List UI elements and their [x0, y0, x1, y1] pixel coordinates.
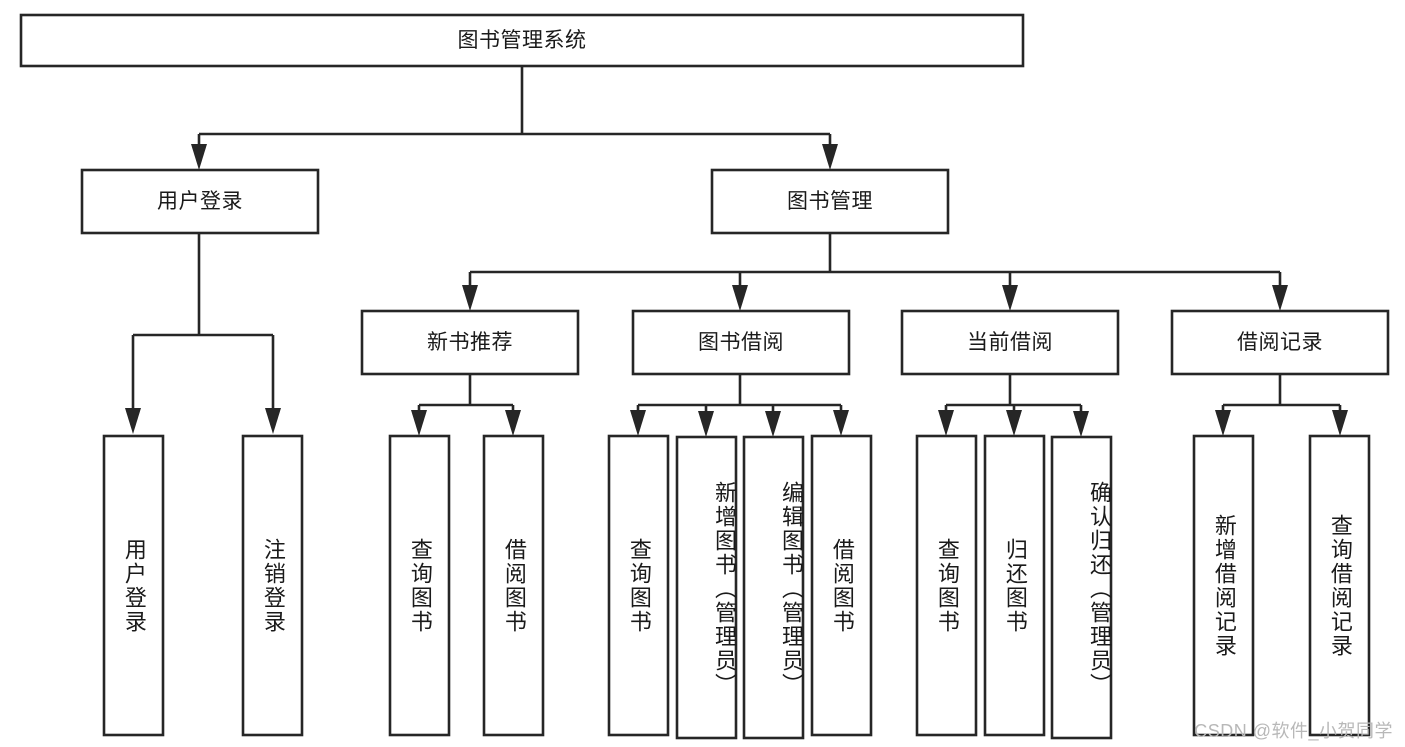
arrow-head-recommend-1	[411, 410, 427, 436]
arrow-head-borrow-1	[630, 410, 646, 436]
node-leaf-box[interactable]	[388, 434, 451, 737]
arrow-head-recommend-2	[505, 410, 521, 436]
arrow-head-level2-1	[191, 144, 207, 170]
arrow-head-current-2	[1006, 410, 1022, 436]
node-current-borrow-box[interactable]	[900, 309, 1120, 376]
arrow-head-record-1	[1215, 410, 1231, 436]
node-new-book-recommend-box[interactable]	[360, 309, 580, 376]
node-leaf-box[interactable]	[742, 435, 805, 740]
node-user-login-box[interactable]	[80, 168, 320, 235]
node-leaf-box[interactable]	[1050, 435, 1113, 740]
arrow-head-current-3	[1073, 411, 1089, 437]
arrow-head-level3-1	[462, 285, 478, 311]
arrow-head-level3-4	[1272, 285, 1288, 311]
node-leaf-box[interactable]	[810, 434, 873, 737]
node-book-manage-box[interactable]	[710, 168, 950, 235]
node-leaf-box[interactable]	[607, 434, 670, 737]
node-book-borrow-box[interactable]	[631, 309, 851, 376]
node-leaf-box[interactable]	[482, 434, 545, 737]
arrow-head-current-1	[938, 410, 954, 436]
arrow-head-borrow-4	[833, 410, 849, 436]
arrow-head-record-2	[1332, 410, 1348, 436]
arrow-head-user-login-1	[125, 408, 141, 434]
node-leaf-box[interactable]	[983, 434, 1046, 737]
arrow-head-user-login-2	[265, 408, 281, 434]
arrow-head-borrow-3	[765, 411, 781, 437]
node-leaf-box[interactable]	[241, 434, 304, 737]
node-leaf-box[interactable]	[102, 434, 165, 737]
arrow-head-level2-2	[822, 144, 838, 170]
node-root-box[interactable]	[19, 13, 1025, 68]
arrow-head-borrow-2	[698, 411, 714, 437]
node-leaf-box[interactable]	[1308, 434, 1371, 737]
arrow-head-level3-3	[1002, 285, 1018, 311]
node-leaf-box[interactable]	[1192, 434, 1255, 737]
arrow-head-level3-2	[732, 285, 748, 311]
node-leaf-box[interactable]	[675, 435, 738, 740]
node-leaf-box[interactable]	[915, 434, 978, 737]
node-borrow-record-box[interactable]	[1170, 309, 1390, 376]
